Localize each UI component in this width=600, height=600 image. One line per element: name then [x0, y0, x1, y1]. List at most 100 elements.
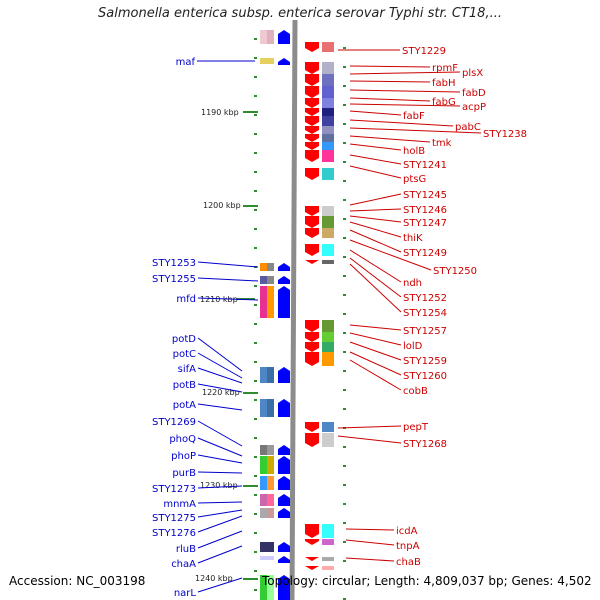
gene-arrow-head	[278, 476, 290, 480]
right-gene-label[interactable]: thiK	[403, 233, 423, 244]
gene-block	[260, 575, 267, 600]
right-gene-label[interactable]: STY1247	[403, 218, 447, 229]
track-dot	[254, 589, 257, 591]
leader-line	[349, 221, 402, 238]
left-gene-label[interactable]: phoP	[171, 451, 196, 462]
track-dot	[254, 285, 257, 287]
leader-line	[349, 332, 402, 346]
right-gene-label[interactable]: fabD	[462, 88, 486, 99]
track-dot	[343, 503, 346, 505]
left-gene-label[interactable]: phoQ	[169, 434, 196, 445]
left-gene-label[interactable]: rluB	[176, 544, 196, 555]
left-gene-label[interactable]: STY1253	[152, 258, 196, 269]
right-gene-label[interactable]: STY1268	[403, 439, 447, 450]
right-gene-label[interactable]: tnpA	[396, 541, 420, 552]
gene-arrow	[278, 403, 290, 417]
track-dot	[254, 38, 257, 40]
gene-arrow	[278, 267, 290, 271]
right-gene-label[interactable]: pepT	[403, 422, 429, 433]
leader-line	[349, 208, 402, 212]
right-gene-label[interactable]: ptsG	[403, 174, 426, 185]
left-gene-label[interactable]: mnmA	[163, 499, 196, 510]
right-gene-label[interactable]: fabH	[432, 78, 456, 89]
right-gene-label[interactable]: ndh	[403, 278, 422, 289]
left-gene-label[interactable]: maf	[176, 57, 196, 68]
gene-block	[322, 557, 334, 561]
gene-block	[322, 62, 334, 74]
leader-line	[349, 324, 402, 331]
track-dot	[343, 66, 346, 68]
right-gene-label[interactable]: STY1252	[403, 293, 447, 304]
leader-line	[197, 530, 243, 549]
left-gene-label[interactable]: sifA	[178, 364, 197, 375]
track-dot	[343, 104, 346, 106]
right-gene-label[interactable]: rpmF	[432, 63, 458, 74]
right-gene-label[interactable]: chaB	[396, 557, 421, 568]
gene-arrow	[305, 116, 319, 126]
right-gene-label[interactable]: plsX	[462, 68, 483, 79]
leader-line	[349, 351, 402, 376]
right-gene-label[interactable]: STY1260	[403, 371, 447, 382]
right-gene-label[interactable]: fabF	[403, 111, 425, 122]
left-gene-label[interactable]: potC	[173, 349, 196, 360]
track-dot	[343, 180, 346, 182]
left-gene-label[interactable]: STY1269	[152, 417, 196, 428]
left-gene-label[interactable]: STY1255	[152, 274, 196, 285]
right-gene-label[interactable]: holB	[403, 146, 425, 157]
track-dot	[254, 475, 257, 477]
leader-line	[349, 263, 402, 313]
gene-arrow	[305, 539, 319, 545]
left-gene-label[interactable]: purB	[172, 468, 196, 479]
track-dot	[254, 247, 257, 249]
leader-line	[337, 425, 402, 429]
left-gene-label[interactable]: STY1275	[152, 513, 196, 524]
gene-block	[260, 556, 267, 560]
leader-line	[197, 383, 243, 393]
right-gene-label[interactable]: STY1250	[433, 266, 477, 277]
left-gene-label[interactable]: chaA	[171, 559, 196, 570]
left-gene-label[interactable]: narL	[174, 588, 197, 599]
gene-block	[267, 58, 274, 64]
right-gene-label[interactable]: lolD	[403, 341, 423, 352]
right-gene-label[interactable]: STY1229	[402, 46, 446, 57]
gene-arrow	[305, 228, 319, 238]
right-gene-label[interactable]: STY1246	[403, 205, 447, 216]
right-gene-label[interactable]: STY1249	[403, 248, 447, 259]
leader-line	[349, 135, 431, 143]
right-gene-label[interactable]: STY1257	[403, 326, 447, 337]
gene-block	[260, 456, 267, 474]
right-gene-label[interactable]: STY1245	[403, 190, 447, 201]
left-gene-label[interactable]: STY1273	[152, 484, 196, 495]
right-gene-label[interactable]: fabG	[432, 97, 456, 108]
leader-line	[345, 528, 395, 531]
right-gene-label[interactable]: STY1259	[403, 356, 447, 367]
gene-block	[322, 108, 334, 116]
left-gene-label[interactable]: potD	[172, 334, 196, 345]
right-gene-label[interactable]: icdA	[396, 526, 418, 537]
gene-arrow	[278, 579, 290, 600]
right-gene-label[interactable]: cobB	[403, 386, 428, 397]
left-gene-label[interactable]: mfd	[176, 294, 196, 305]
gene-block	[322, 86, 334, 98]
left-gene-label[interactable]: potA	[173, 400, 196, 411]
gene-block	[260, 508, 267, 518]
right-gene-label[interactable]: acpP	[462, 102, 486, 113]
gene-arrow	[305, 168, 319, 180]
track-dot	[343, 579, 346, 581]
leader-line	[349, 103, 461, 107]
leader-line	[349, 110, 402, 116]
right-gene-label[interactable]: tmk	[432, 138, 452, 149]
track-dot	[254, 513, 257, 515]
right-gene-label[interactable]: pabC	[455, 122, 481, 133]
gene-arrow-head	[278, 263, 290, 267]
right-gene-label[interactable]: STY1241	[403, 160, 447, 171]
gene-block	[322, 342, 334, 352]
right-gene-label[interactable]: STY1254	[403, 308, 447, 319]
gene-block	[260, 494, 267, 506]
left-gene-label[interactable]: STY1276	[152, 528, 196, 539]
right-gene-label[interactable]: STY1238	[483, 129, 527, 140]
left-gene-label[interactable]: potB	[173, 380, 196, 391]
leader-line	[349, 154, 402, 165]
scale-ruler: 1190 kbp 1200 kbp 1210 kbp 1220 kbp 1230…	[195, 108, 258, 583]
leader-line	[349, 89, 461, 93]
